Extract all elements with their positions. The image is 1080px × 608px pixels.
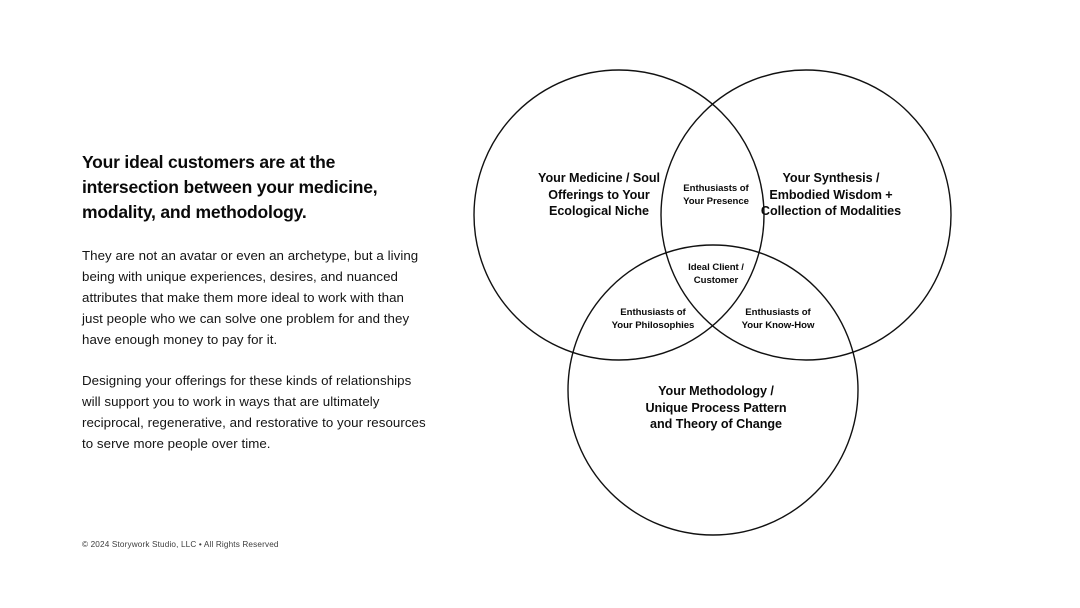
venn-circle-methodology [567,244,859,536]
venn-label-intersection-knowhow: Enthusiasts of Your Know-How [713,307,843,332]
venn-label-medicine-line-3: Ecological Niche [549,204,649,219]
venn-label-intersection-philosophies: Enthusiasts of Your Philosophies [588,307,718,332]
venn-label-methodology: Your Methodology / Unique Process Patter… [606,383,826,433]
venn-label-medicine-line-2: Offerings to Your [548,187,650,202]
venn-circle-medicine [473,69,765,361]
venn-label-philosophies-line-2: Your Philosophies [611,319,695,331]
venn-circles-svg [473,69,952,536]
venn-label-medicine: Your Medicine / Soul Offerings to Your E… [479,170,719,220]
body-paragraph-2: Designing your offerings for these kinds… [82,372,426,451]
venn-label-presence-line-1: Enthusiasts of [683,183,749,194]
venn-label-synthesis-line-1: Your Synthesis / [782,171,880,185]
venn-label-ideal-client-line-2: Customer [693,274,739,286]
venn-label-ideal-client-line-1: Ideal Client / [688,262,744,273]
text-column: Your ideal customers are at the intersec… [82,150,427,454]
venn-diagram: Your Medicine / Soul Offerings to Your E… [460,50,970,560]
venn-label-methodology-line-3: and Theory of Change [650,417,782,432]
body-paragraph-1: They are not an avatar or even an archet… [82,247,419,347]
copyright-notice: © 2024 Storywork Studio, LLC • All Right… [82,540,279,549]
venn-label-methodology-line-2: Unique Process Pattern [645,400,787,415]
venn-label-methodology-line-1: Your Methodology / [658,384,774,398]
venn-label-intersection-presence: Enthusiasts of Your Presence [656,183,776,208]
venn-label-synthesis-line-3: Collection of Modalities [760,204,902,219]
venn-label-philosophies-line-1: Enthusiasts of [620,307,686,318]
venn-label-synthesis: Your Synthesis / Embodied Wisdom + Colle… [710,170,952,220]
venn-label-knowhow-line-2: Your Know-How [741,319,815,331]
venn-label-medicine-line-1: Your Medicine / Soul [538,171,660,185]
venn-label-intersection-ideal-client: Ideal Client / Customer [656,262,776,287]
page-title: Your ideal customers are at the intersec… [82,152,378,222]
venn-label-synthesis-line-2: Embodied Wisdom + [769,187,893,202]
venn-circle-synthesis [660,69,952,361]
venn-label-presence-line-2: Your Presence [683,195,749,207]
venn-label-knowhow-line-1: Enthusiasts of [745,307,811,318]
